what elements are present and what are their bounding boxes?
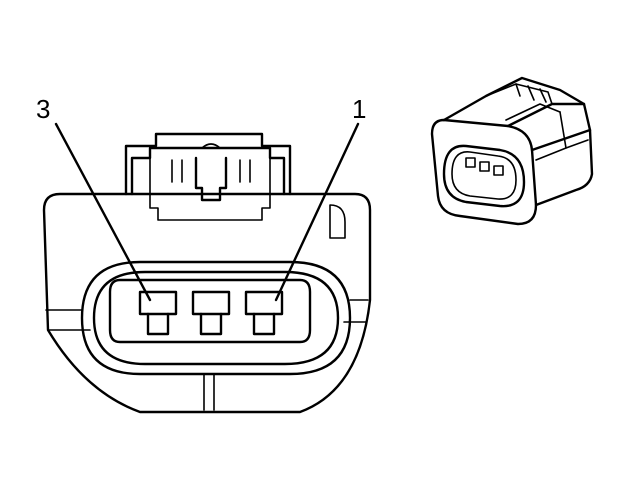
terminal-pin-2 <box>191 290 231 336</box>
pin-label-3: 3 <box>36 94 51 124</box>
pin-label-1: 1 <box>352 94 367 124</box>
iso-pin-3 <box>465 157 476 168</box>
connector-face-view <box>42 132 372 414</box>
leader-line-pin-3 <box>54 122 152 302</box>
connector-isometric-view <box>430 76 594 226</box>
terminal-pin-3 <box>138 290 178 336</box>
leader-line-pin-1 <box>274 122 360 302</box>
terminal-pins <box>138 290 284 336</box>
iso-pin-1 <box>493 165 504 176</box>
terminal-pin-1 <box>244 290 284 336</box>
iso-pin-2 <box>479 161 490 172</box>
